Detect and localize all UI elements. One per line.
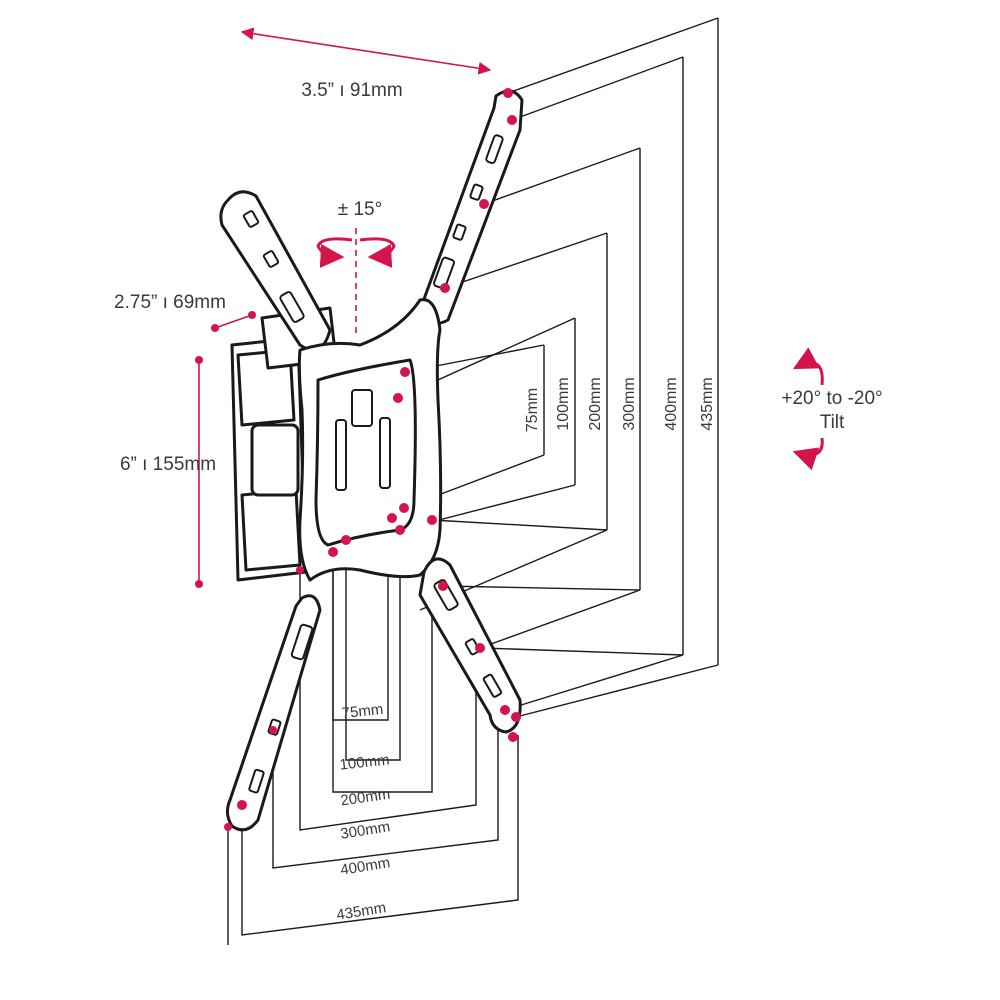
hole-dot	[224, 823, 232, 831]
hole-dot	[328, 547, 338, 557]
hole-dot	[341, 535, 351, 545]
vdim-label-75: 75mm	[524, 388, 541, 432]
depth-indicator-top: 3.5” ı 91mm	[240, 27, 492, 101]
frame-h-300	[299, 570, 477, 831]
hdim-label-100: 100mm	[339, 751, 391, 773]
tilt-range-label: +20° to -20°	[781, 388, 882, 409]
height-label: 6” ı 155mm	[120, 454, 216, 475]
swivel-indicator: ± 15°	[316, 199, 396, 335]
frame-top-400	[511, 56, 684, 121]
hole-dot	[269, 726, 277, 734]
mounting-points	[224, 88, 521, 831]
hole-dot	[395, 525, 405, 535]
frame-h-400	[272, 700, 499, 869]
arm-upper-right	[418, 89, 524, 325]
hole-dot	[507, 115, 517, 125]
hdim-label-75: 75mm	[341, 701, 384, 722]
hole-dot	[427, 515, 437, 525]
tilt-arrow-down-icon	[792, 437, 824, 471]
hole-dot	[508, 732, 518, 742]
swivel-label: ± 15°	[338, 199, 382, 220]
hole-dot	[440, 283, 450, 293]
dimension-frames	[227, 17, 719, 945]
arm-lower-left	[225, 594, 322, 832]
tilt-arrow-up-icon	[792, 347, 824, 386]
vdim-label-400: 400mm	[663, 377, 680, 430]
frame-h-100	[345, 520, 401, 761]
hole-dot	[237, 800, 247, 810]
pivot-arm	[250, 423, 300, 497]
vertical-dim-labels: 75mm 100mm 200mm 300mm 400mm 435mm	[524, 377, 716, 432]
hdim-label-400: 400mm	[339, 854, 391, 879]
hole-dot	[475, 643, 485, 653]
tilt-indicator: +20° to -20° Tilt	[781, 347, 883, 471]
hdim-label-200: 200mm	[339, 786, 391, 810]
tilt-word-label: Tilt	[820, 412, 845, 433]
hole-dot	[387, 513, 397, 523]
depth-arm-label: 2.75” ı 69mm	[114, 292, 226, 313]
hole-dot	[503, 88, 513, 98]
frame-bot-400	[482, 647, 684, 711]
frame-top-435	[507, 17, 719, 94]
hole-dot	[438, 581, 448, 591]
height-indicator: 6” ı 155mm	[120, 356, 216, 588]
hdim-label-300: 300mm	[339, 818, 391, 843]
hole-dot	[511, 712, 521, 722]
vdim-label-100: 100mm	[555, 377, 572, 430]
frame-top-300	[483, 147, 641, 205]
frame-top-200	[444, 232, 608, 289]
vdim-label-435: 435mm	[699, 377, 716, 430]
hole-dot	[393, 393, 403, 403]
frame-bot-435	[515, 664, 719, 718]
depth-indicator-arm: 2.75” ı 69mm	[114, 292, 256, 332]
frame-h-200	[332, 520, 433, 793]
vdim-label-300: 300mm	[621, 377, 638, 430]
hole-dot	[296, 566, 304, 574]
hole-dot	[399, 503, 409, 513]
swivel-arrow-right-icon	[359, 237, 396, 268]
frame-bot-300	[442, 585, 641, 649]
horizontal-dim-labels: 75mm 100mm 200mm 300mm 400mm 435mm	[335, 701, 391, 924]
vdim-label-200: 200mm	[587, 377, 604, 430]
frame-bot-200	[419, 519, 608, 611]
swivel-arrow-left-icon	[316, 237, 353, 268]
hole-dot	[479, 199, 489, 209]
hole-dot	[500, 705, 510, 715]
hole-dot	[400, 367, 410, 377]
depth-top-label: 3.5” ı 91mm	[301, 80, 402, 101]
frame-h-435	[241, 735, 519, 936]
